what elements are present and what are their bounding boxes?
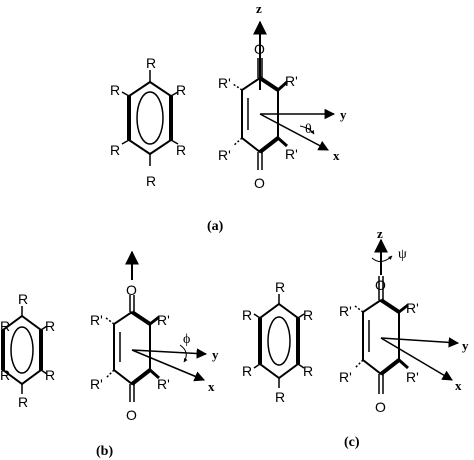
substituent-r: R	[45, 318, 55, 334]
carbonyl-oxygen: O	[126, 282, 137, 298]
substituent-r-prime: R'	[285, 73, 298, 89]
angle-phi: ϕ	[183, 332, 190, 347]
substituent-r-prime: R'	[218, 75, 231, 91]
substituent-r: R	[176, 82, 186, 98]
axis-label-x: x	[455, 378, 462, 393]
substituent-r: R	[18, 291, 28, 307]
carbonyl-oxygen: O	[375, 277, 386, 293]
substituent-r: R	[242, 363, 252, 379]
substituent-r-prime: R'	[90, 312, 103, 328]
substituent-r: R	[45, 367, 55, 383]
axis-label-x: x	[333, 148, 340, 163]
substituent-r: R	[0, 318, 10, 334]
substituent-r: R	[0, 367, 10, 383]
substituent-r-prime: R'	[157, 376, 170, 392]
substituent-r: R	[110, 142, 120, 158]
axis-label-y: y	[340, 107, 347, 122]
carbonyl-oxygen: O	[126, 407, 137, 423]
quinone-ring-a	[232, 20, 336, 170]
angle-psi: ψ	[398, 247, 407, 262]
substituent-r-prime: R'	[157, 312, 170, 328]
substituent-r: R	[110, 82, 120, 98]
quinone-ring-b	[105, 250, 208, 402]
axis-label-y: y	[462, 338, 469, 353]
substituent-r-prime: R'	[339, 303, 352, 319]
substituent-r: R	[275, 279, 285, 295]
substituent-r-prime: R'	[339, 369, 352, 385]
benzene-ring-a	[121, 70, 179, 166]
substituent-r: R	[146, 55, 156, 71]
carbonyl-oxygen: O	[254, 41, 265, 57]
quinone-ring-c	[354, 238, 460, 394]
substituent-r: R	[242, 307, 252, 323]
axis-label-y: y	[212, 347, 219, 362]
caption-c: (c)	[344, 435, 360, 450]
caption-a: (a)	[207, 219, 224, 234]
substituent-r: R	[303, 363, 313, 379]
substituent-r: R	[146, 173, 156, 189]
substituent-r-prime: R'	[285, 146, 298, 162]
panel-b: R R R R R R O O R' R' R' R'	[0, 250, 219, 459]
substituent-r-prime: R'	[406, 369, 419, 385]
carbonyl-oxygen: O	[254, 175, 265, 191]
substituent-r: R	[275, 389, 285, 405]
carbonyl-oxygen: O	[375, 399, 386, 415]
substituent-r: R	[176, 142, 186, 158]
axis-label-z: z	[377, 226, 383, 241]
angle-theta: θ	[305, 122, 312, 137]
substituent-r-prime: R'	[406, 300, 419, 316]
substituent-r-prime: R'	[218, 147, 231, 163]
benzene-ring-b	[1, 306, 48, 394]
benzene-ring-c	[253, 294, 305, 388]
substituent-r: R	[18, 394, 28, 410]
substituent-r-prime: R'	[90, 376, 103, 392]
axis-label-x: x	[208, 379, 215, 394]
caption-b: (b)	[96, 444, 113, 459]
panel-a: R R R R R R z O O R' R' R'	[110, 1, 347, 234]
substituent-r: R	[303, 307, 313, 323]
axis-label-z: z	[256, 1, 262, 16]
panel-c: R R R R R R z ψ O O R' R'	[242, 226, 469, 450]
